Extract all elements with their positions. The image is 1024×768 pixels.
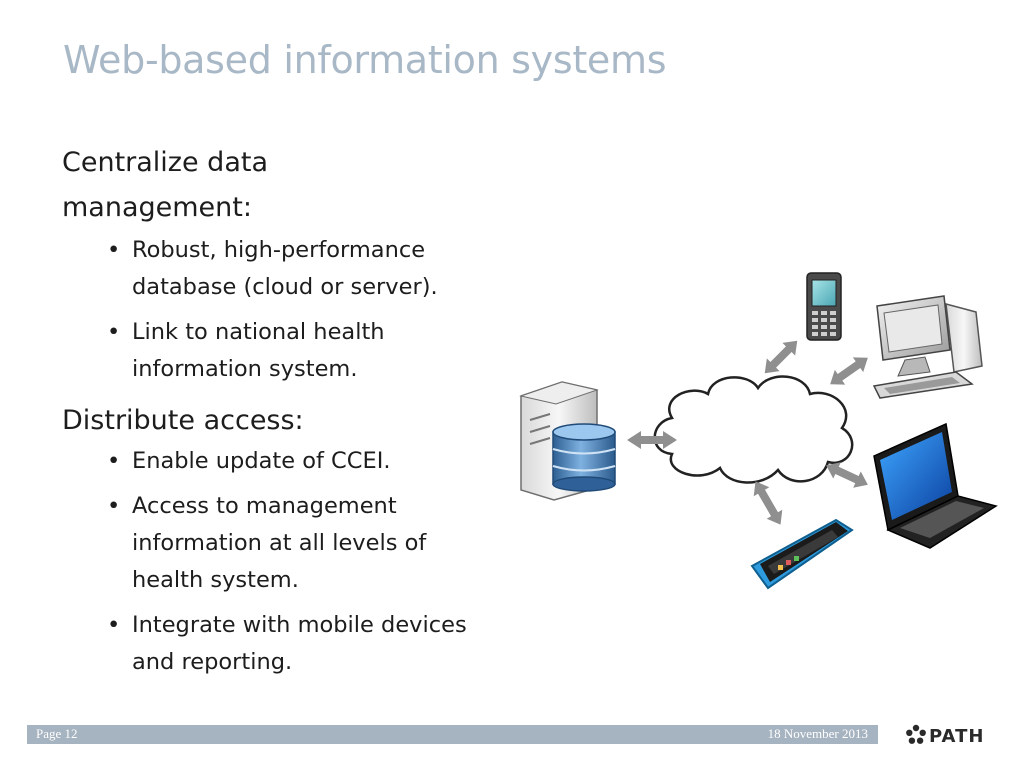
smartphone-icon — [750, 518, 854, 590]
arrow-cloud-desktop — [830, 357, 868, 385]
bullet-item: Enable update of CCEI. — [107, 443, 492, 480]
path-logo-mark-icon — [906, 724, 926, 744]
bullet-item: Link to national health information syst… — [107, 314, 492, 388]
server-database-icon — [519, 381, 616, 501]
path-logo: PATH — [906, 724, 984, 747]
path-logo-text: PATH — [929, 726, 984, 747]
cloud-icon — [653, 375, 854, 484]
bullet-item: Robust, high-performance database (cloud… — [107, 232, 492, 306]
bullet-item: Integrate with mobile devices and report… — [107, 607, 492, 681]
laptop-icon — [873, 422, 998, 549]
arrow-cloud-laptop — [826, 462, 868, 488]
slide-title: Web-based information systems — [63, 38, 667, 82]
bullet-list-distribute: Enable update of CCEI. Access to managem… — [62, 443, 492, 681]
bullet-item: Access to management information at all … — [107, 488, 492, 599]
slide-body: Centralize data management: Robust, high… — [62, 140, 492, 689]
arrow-cloud-feature-phone — [764, 340, 798, 374]
section-heading-centralize: Centralize data management: — [62, 147, 268, 223]
footer-date: 18 November 2013 — [767, 726, 868, 741]
section-heading-distribute: Distribute access: — [62, 405, 304, 436]
arrow-cloud-smartphone — [753, 481, 783, 525]
page-number: Page 12 — [36, 726, 78, 741]
feature-phone-icon — [806, 272, 842, 341]
footer-bar: Page 12 18 November 2013 — [27, 725, 878, 744]
bullet-list-centralize: Robust, high-performance database (cloud… — [62, 232, 492, 388]
desktop-computer-icon — [872, 295, 983, 399]
arrow-server-cloud — [627, 431, 677, 449]
